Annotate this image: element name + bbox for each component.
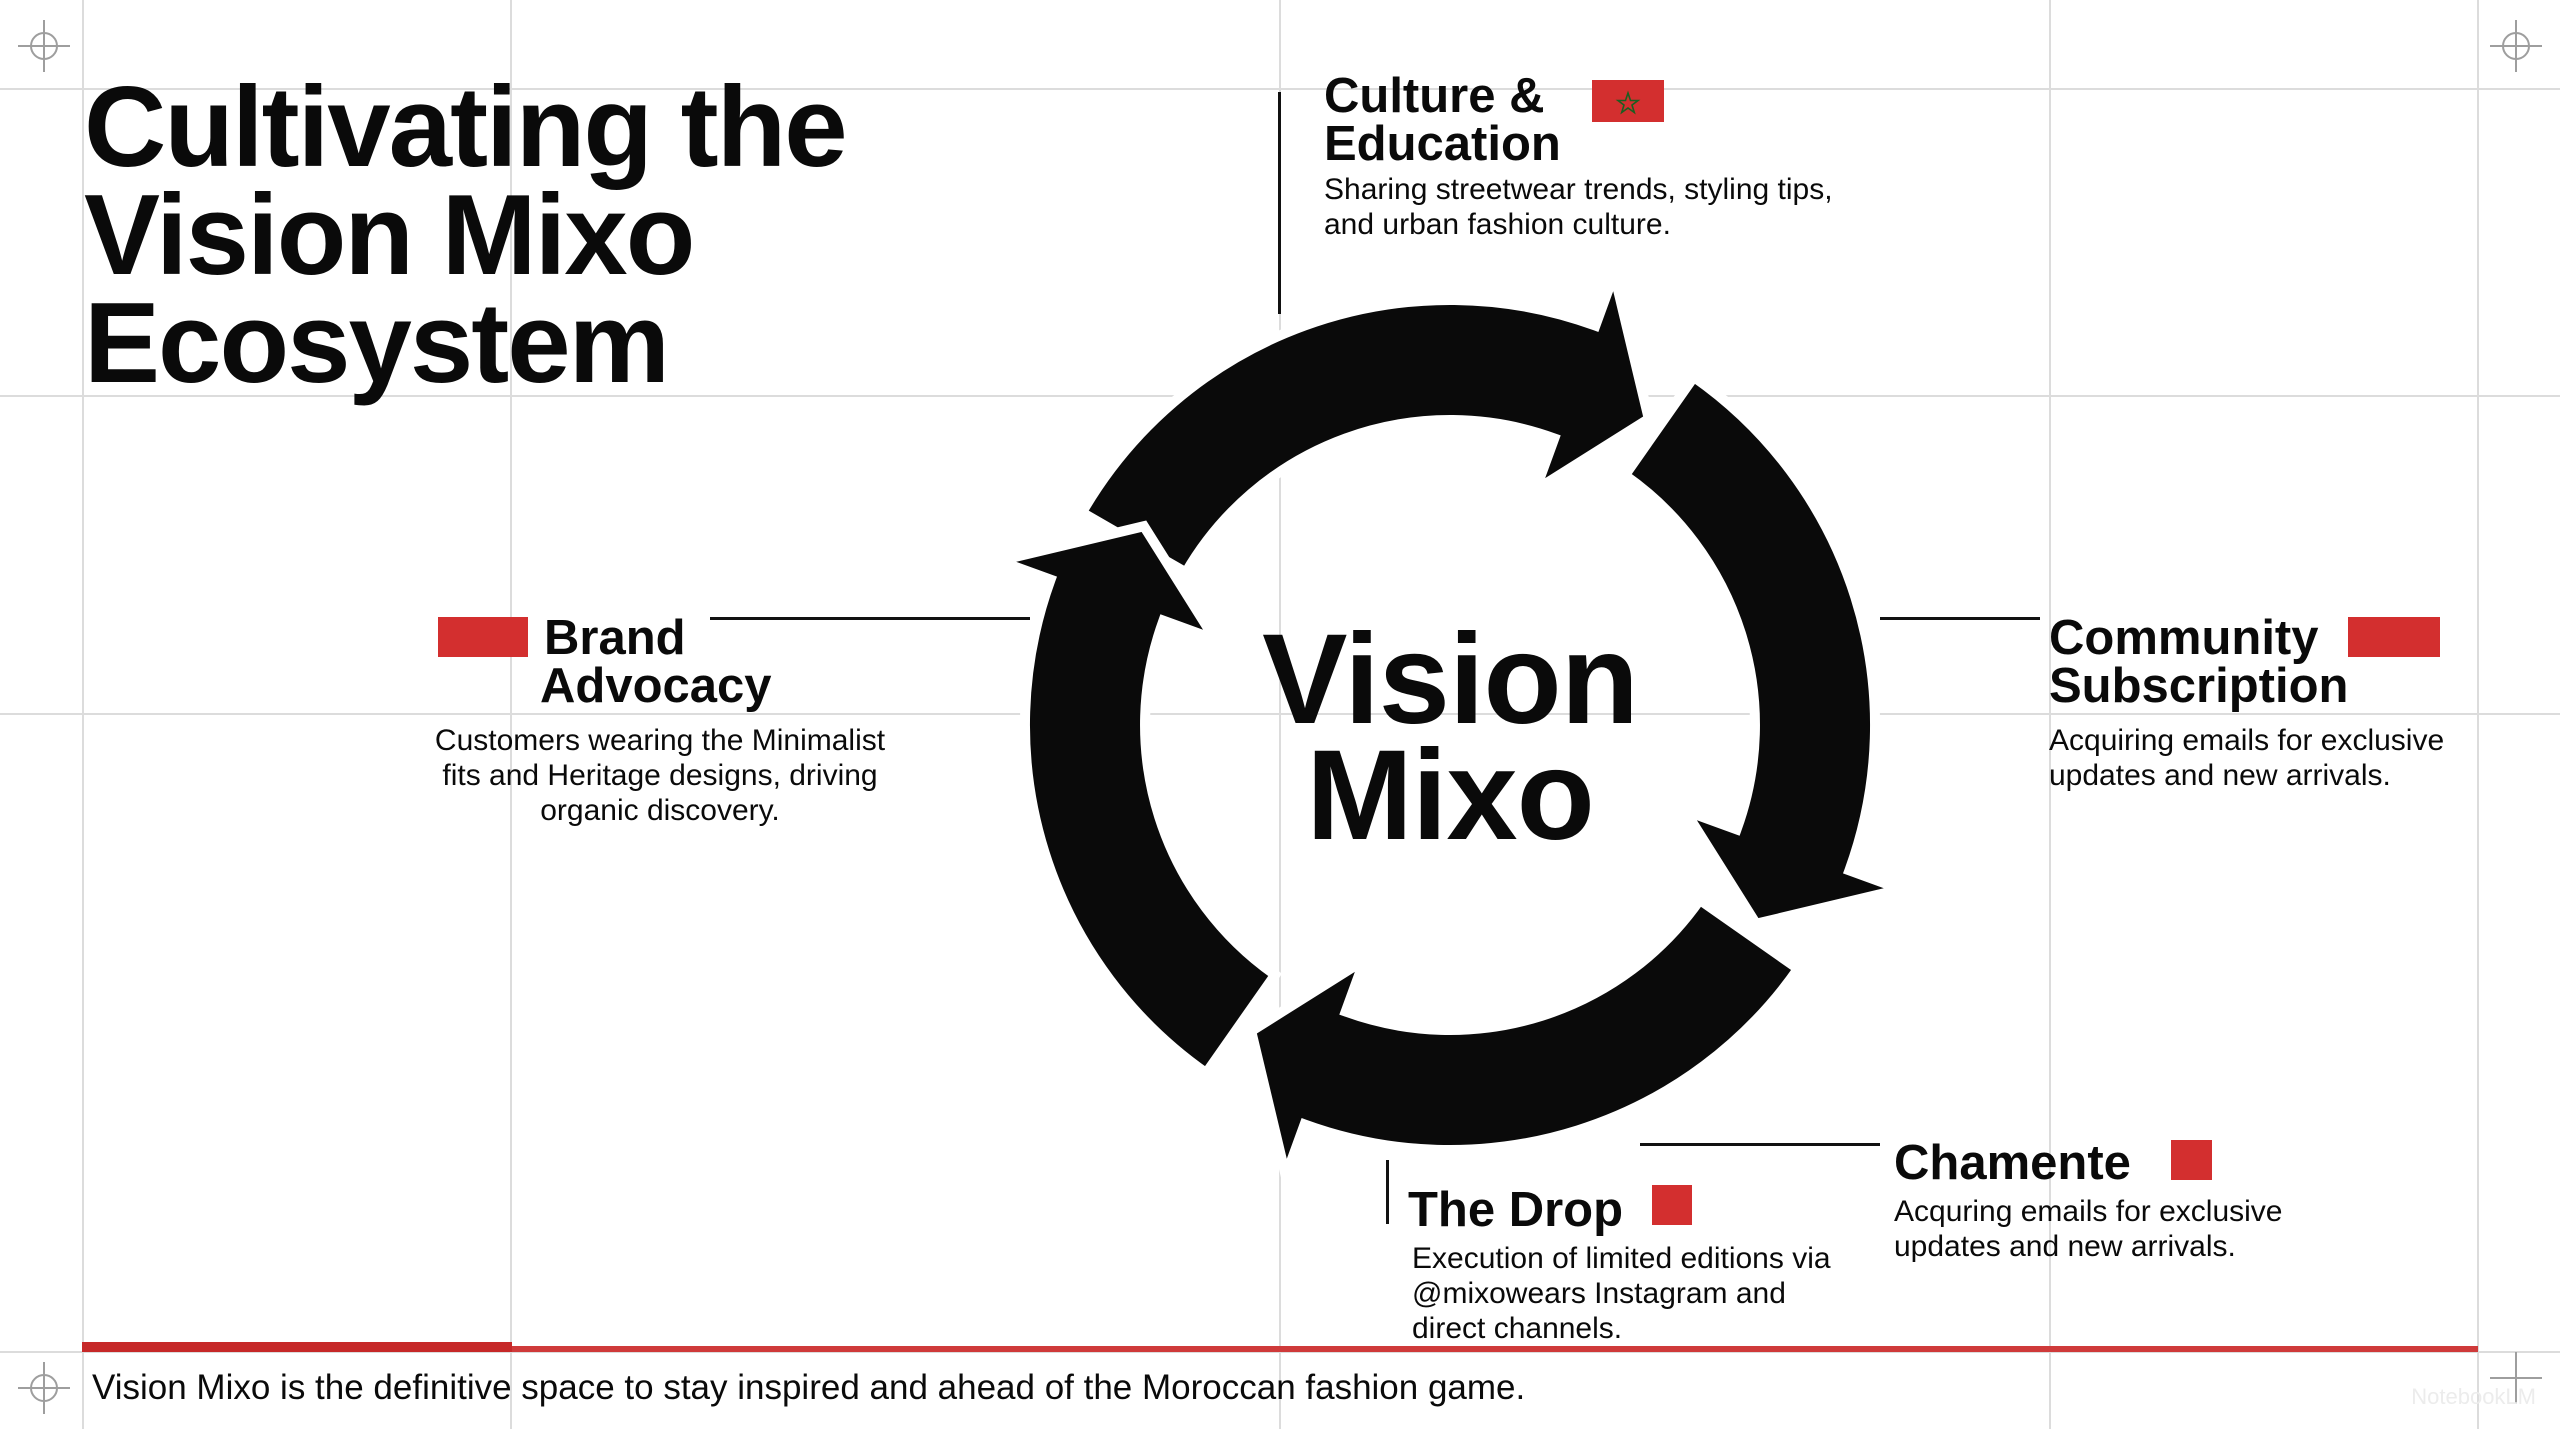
accent-swatch — [1652, 1185, 1692, 1225]
page-title: Cultivating the Vision Mixo Ecosystem — [84, 64, 1084, 407]
crosshair-icon — [2490, 1352, 2542, 1404]
cycle-arrow-segment-1 — [1075, 256, 1655, 580]
center-label-line-1: Vision — [1262, 608, 1639, 751]
morocco-flag-icon — [1592, 80, 1664, 122]
grid-line-h1 — [0, 88, 2560, 90]
title-line-2: Vision Mixo — [84, 172, 695, 299]
connector-drop — [1386, 1160, 1389, 1224]
node-title-culture: Culture & Education — [1324, 69, 1561, 171]
title-line-1: Cultivating the — [84, 64, 848, 191]
cycle-arrow-segment-3 — [1245, 892, 1806, 1194]
cycle-arrow-segment-4 — [981, 520, 1283, 1081]
node-desc-chamente-line-1: Acquring emails for exclusive — [1894, 1195, 2283, 1228]
node-title-community-line-1: Community — [2049, 611, 2319, 665]
node-desc-community-line-1: Acquiring emails for exclusive — [2049, 724, 2445, 757]
connector-advocacy — [710, 617, 1030, 620]
node-title-advocacy-line-1: Brand — [544, 611, 686, 665]
accent-swatch — [2171, 1140, 2212, 1180]
title-line-3: Ecosystem — [84, 280, 670, 407]
node-desc-community: Acquiring emails for exclusive updates a… — [2049, 723, 2444, 793]
node-desc-drop-line-3: direct channels. — [1412, 1312, 1623, 1345]
connector-community — [1880, 617, 2040, 620]
center-label-line-2: Mixo — [1306, 724, 1595, 867]
node-desc-advocacy-line-3: organic discovery. — [540, 794, 780, 827]
node-desc-culture-line-2: and urban fashion culture. — [1324, 208, 1671, 241]
node-title-advocacy-line-2: Advocacy — [540, 659, 772, 713]
node-desc-drop: Execution of limited editions via @mixow… — [1412, 1241, 1831, 1346]
accent-swatch — [2348, 617, 2440, 657]
node-title-community-line-2: Subscription — [2049, 659, 2349, 713]
node-desc-culture: Sharing streetwear trends, styling tips,… — [1324, 172, 1833, 242]
cycle-arrows-icon — [981, 256, 1919, 1194]
crosshair-icon — [18, 1362, 70, 1414]
node-desc-chamente: Acquring emails for exclusive updates an… — [1894, 1194, 2283, 1264]
node-desc-advocacy: Customers wearing the Minimalist fits an… — [420, 723, 900, 828]
node-desc-advocacy-line-2: fits and Heritage designs, driving — [442, 759, 878, 792]
connector-chamente — [1640, 1143, 1880, 1146]
crosshair-icon — [18, 20, 70, 72]
grid-line-h3 — [0, 713, 2560, 715]
footer-tagline: Vision Mixo is the definitive space to s… — [92, 1368, 1526, 1407]
grid-line-h4 — [0, 1351, 2560, 1353]
node-title-community: Community Subscription — [2049, 611, 2349, 713]
node-desc-advocacy-line-1: Customers wearing the Minimalist — [434, 724, 886, 757]
node-desc-drop-line-2: @mixowears Instagram and — [1412, 1277, 1786, 1310]
node-desc-drop-line-1: Execution of limited editions via — [1412, 1242, 1831, 1275]
center-label: Vision Mixo — [1210, 608, 1690, 867]
node-desc-community-line-2: updates and new arrivals. — [2049, 759, 2391, 792]
node-title-culture-line-2: Education — [1324, 117, 1561, 171]
watermark: NotebookLM — [2411, 1384, 2536, 1409]
accent-swatch — [438, 617, 528, 657]
node-desc-culture-line-1: Sharing streetwear trends, styling tips, — [1324, 173, 1833, 206]
crosshair-icon — [2490, 20, 2542, 72]
node-title-culture-line-1: Culture & — [1324, 69, 1545, 123]
footer-accent-rule-strong — [82, 1342, 512, 1352]
connector-culture — [1278, 92, 1281, 314]
node-desc-chamente-line-2: updates and new arrivals. — [1894, 1230, 2236, 1263]
cycle-arrow-segment-2 — [1617, 369, 1919, 930]
node-title-drop: The Drop — [1408, 1183, 1624, 1237]
node-title-advocacy: Brand Advocacy — [540, 611, 772, 713]
footer-accent-rule — [512, 1346, 2478, 1352]
node-title-chamente: Chamente — [1894, 1136, 2131, 1190]
